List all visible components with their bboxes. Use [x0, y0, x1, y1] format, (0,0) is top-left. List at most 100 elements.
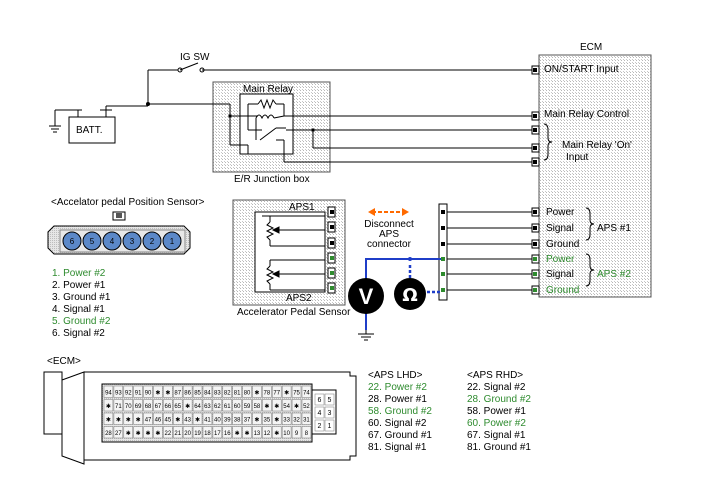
ecm-pin-number: 65: [174, 404, 181, 410]
ecm-pin-cell: [272, 426, 282, 439]
ecm-pin-cell: [281, 399, 292, 412]
ecm-pin-number: 13: [254, 431, 261, 437]
ecm-pin-cell: [291, 412, 302, 425]
ecm-pin-number: 61: [224, 404, 231, 410]
ecm-pin-cell: [143, 412, 153, 425]
ecm-pin-number: ✱: [274, 403, 279, 410]
ecm-pin-number: 92: [125, 391, 132, 397]
ecm-pin-number: 63: [204, 404, 211, 410]
ecm-pin-cell: [222, 385, 232, 398]
ecm-aps1-label: APS #1: [597, 223, 631, 234]
ecm-pin-cell: [252, 426, 262, 439]
ecm-pin-number: 82: [224, 391, 231, 397]
ecm-pin-cell: [301, 412, 312, 425]
ecm-pin-number: 60: [234, 404, 241, 410]
ecm-pin-cell: [281, 385, 292, 398]
aps-rhd-item: 28. Ground #2: [467, 394, 531, 405]
ecm-pin-number: ✱: [126, 417, 131, 424]
ecm-aps2-label: APS #2: [597, 269, 631, 280]
ecm-side-pin-number: 6: [318, 397, 322, 404]
ecm-pin-cell: [153, 412, 163, 425]
ecm-pin-cell: [133, 385, 143, 398]
ecm-pin-cell: [262, 412, 272, 425]
ecm-pin-number: ✱: [274, 417, 279, 424]
ecm-pin-number: ✱: [185, 403, 190, 410]
ecm-pin-cell: [262, 385, 272, 398]
ecm-aps1-signal: Signal: [546, 223, 574, 234]
ecm-side-pin-number: 4: [318, 410, 322, 417]
ecm-pin-number: 59: [244, 404, 251, 410]
ecm-pin-cell: [202, 385, 213, 398]
ecm-main-relay-on-line1: Main Relay 'On': [562, 140, 632, 151]
ecm-pin-cell: [222, 399, 232, 412]
ecm-pin-cell: [173, 412, 183, 425]
ecm-pin-number: ✱: [165, 390, 170, 397]
ecm-pin-cell: [143, 426, 153, 439]
aps-lhd-item: 28. Power #1: [368, 394, 427, 405]
ecm-side-pin-cell: [314, 406, 325, 419]
ecm-pin-number: 81: [234, 391, 241, 397]
ecm-pin-number: 21: [174, 431, 181, 437]
ecm-pin-number: ✱: [136, 417, 141, 424]
ecm-pin-cell: [133, 426, 143, 439]
ecm-pin-cell: [281, 412, 292, 425]
ecm-pin-cell: [173, 385, 183, 398]
ecm-pin-cell: [153, 426, 163, 439]
ecm-side-pin-number: 5: [328, 397, 332, 404]
battery-label: BATT.: [76, 125, 103, 136]
ecm-pin-cell: [291, 399, 302, 412]
battery-box: [68, 116, 116, 144]
ecm-pin-cell: [242, 412, 252, 425]
ecm-pin-number: 35: [264, 418, 271, 424]
ecm-pin-number: ✱: [254, 417, 259, 424]
ecm-pin-cell: [232, 399, 242, 412]
ecm-pin-number: 80: [244, 391, 251, 397]
ecm-pin-number: ✱: [284, 390, 289, 397]
ecm-pin-cell: [232, 412, 242, 425]
ecm-pin-cell: [291, 385, 302, 398]
ecm-pin-cell: [202, 412, 213, 425]
aps-connector: [438, 203, 448, 301]
ecm-pin-cell: [252, 385, 262, 398]
ecm-pin-cell: [222, 426, 232, 439]
ecm-pin-number: 47: [145, 418, 152, 424]
ecm-pin-cell: [103, 426, 114, 439]
ecm-aps1-ground: Ground: [546, 239, 580, 250]
connector-pin: [122, 231, 142, 251]
pinout-item: 3. Ground #1: [52, 292, 111, 303]
ecm-pin-number: ✱: [175, 417, 180, 424]
ecm-pin-cell: [123, 385, 133, 398]
ecm-pin-number: ✱: [254, 390, 259, 397]
pinout-item: 6. Signal #2: [52, 328, 105, 339]
ecm-pin-cell: [103, 399, 114, 412]
ecm-pin-cell: [133, 399, 143, 412]
ecm-pin-number: 37: [244, 418, 251, 424]
ecm-pin-cell: [113, 385, 124, 398]
ecm-pin-cell: [272, 412, 282, 425]
aps-lhd-item: 22. Power #2: [368, 382, 427, 393]
ecm-pin-number: 58: [254, 404, 261, 410]
ecm-pin-number: 94: [105, 391, 112, 397]
ecm-pin-cell: [192, 412, 203, 425]
main-relay-label: Main Relay: [243, 84, 294, 95]
ecm-aps2-signal: Signal: [546, 269, 574, 280]
junction-box-label: E/R Junction box: [234, 174, 310, 185]
ecm-pin-number: 33: [283, 418, 290, 424]
ecm-pin-number: ✱: [126, 430, 131, 437]
ecm-pin-number: ✱: [106, 417, 111, 424]
ecm-pin-cell: [242, 385, 252, 398]
ecm-pin-cell: [192, 426, 203, 439]
connector-pin-number: 2: [150, 237, 155, 246]
ecm-pin-cell: [163, 399, 173, 412]
voltmeter: [348, 278, 384, 314]
ecm-pin-number: 77: [273, 391, 280, 397]
connector-pin-number: 4: [110, 237, 115, 246]
ecm-pin-cell: [291, 426, 302, 439]
ecm-pin-number: 85: [194, 391, 201, 397]
aps-rhd-item: 22. Signal #2: [467, 382, 526, 393]
ecm-pin-cell: [113, 399, 124, 412]
aps2-label: APS2: [286, 293, 312, 304]
ecm-pin-number: ✱: [136, 430, 141, 437]
ecm-pin-number: 83: [214, 391, 221, 397]
ecm-side-pin-number: 2: [318, 423, 322, 430]
